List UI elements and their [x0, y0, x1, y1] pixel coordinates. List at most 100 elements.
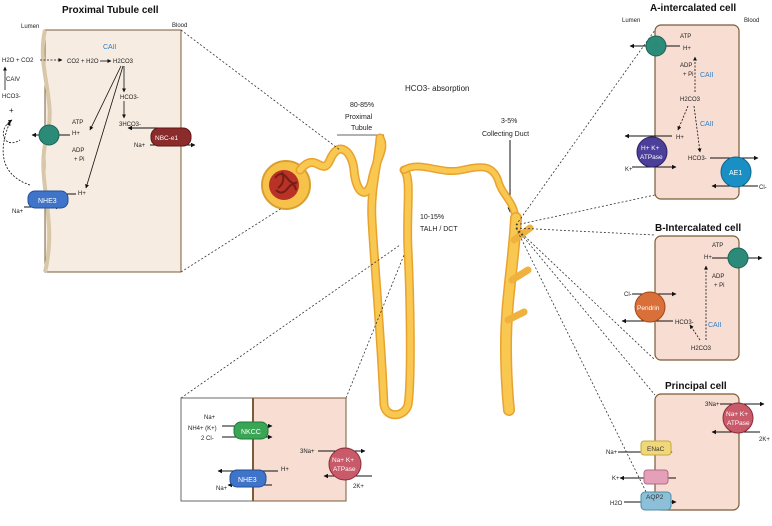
b-h2co3: H2CO3 — [691, 346, 712, 352]
talh-3na: 3Na+ — [300, 449, 315, 455]
b-intercalated-panel: B-Intercalated cell ATP H+ ADP + Pi Cl- … — [621, 223, 763, 361]
a-k: K+ — [625, 167, 633, 173]
a-ae1-transporter — [720, 156, 752, 188]
pt-co2-h2o: CO2 + H2O — [67, 59, 99, 65]
talh-label: TALH / DCT — [420, 226, 458, 233]
talh-na-k-atpase — [328, 447, 362, 481]
pt-na-nbc: Na+ — [134, 143, 146, 149]
pt-h-pump: H+ — [72, 131, 80, 137]
b-hco3: HCO3- — [675, 320, 694, 326]
talh-panel: Na+ NH4+ (K+) 2 Cl- NKCC H+ Na+ NHE3 3Na… — [180, 397, 372, 502]
b-pi: + Pi — [714, 283, 725, 289]
a-pump-label-1: H+ K+ — [641, 145, 660, 152]
distal-tubule — [401, 164, 519, 223]
connector-lines — [180, 29, 656, 511]
a-h2co3: H2CO3 — [680, 97, 701, 103]
b-cl: Cl- — [624, 292, 632, 298]
pt-proton-pump — [38, 124, 60, 146]
pt-hco3-lumen: HCO3- — [2, 94, 21, 100]
pt-panel-title: Proximal Tubule cell — [62, 5, 159, 16]
pt-h2co3-to-nhe3-arrow — [85, 65, 124, 189]
talh-nhe3-label: NHE3 — [238, 477, 257, 484]
tubule — [297, 135, 414, 418]
a-atp: ATP — [680, 34, 691, 40]
principal-enac-label: ENaC — [647, 446, 665, 453]
a-lumen-label: Lumen — [622, 18, 640, 24]
principal-k: K+ — [612, 476, 620, 482]
principal-pump-label-2: ATPase — [727, 420, 750, 427]
a-h2co3-to-hmid-arrow — [677, 105, 689, 131]
a-cl: Cl- — [759, 185, 767, 191]
pt-nhe3-transporter — [27, 190, 69, 209]
a-cell-body — [654, 24, 740, 200]
pt-lumen-label: Lumen — [21, 24, 39, 30]
pt-percent: 80-85% — [350, 102, 374, 109]
a-h-k-atpase — [636, 136, 668, 168]
talh-pump-label-2: ATPase — [333, 466, 356, 473]
b-panel-title: B-Intercalated cell — [655, 223, 741, 234]
b-adp: ADP — [712, 274, 724, 280]
pt-adp: ADP — [72, 148, 84, 154]
pt-atp: ATP — [72, 120, 83, 126]
a-pump-label-2: ATPase — [640, 154, 663, 161]
a-pi: + Pi — [683, 72, 694, 78]
a-proton-pump — [645, 35, 667, 57]
pt-pi: + Pi — [74, 157, 85, 163]
pt-label-line2: Tubule — [351, 125, 372, 132]
talh-nh4k: NH4+ (K+) — [188, 426, 217, 432]
a-h-mid: H+ — [676, 135, 684, 141]
talh-2cl: 2 Cl- — [201, 436, 214, 442]
pt-plus: + — [9, 106, 14, 115]
a-hco3: HCO3- — [688, 156, 707, 162]
a-ae1-label: AE1 — [729, 170, 742, 177]
talh-h: H+ — [281, 467, 289, 473]
pt-h2co3-to-pump-arrow — [89, 65, 122, 131]
pt-h-recycle-arrow — [2, 119, 21, 143]
principal-pump-label-1: Na+ K+ — [726, 411, 748, 418]
pt-caii: CAII — [103, 44, 117, 51]
b-h: H+ — [704, 255, 712, 261]
principal-na: Na+ — [606, 450, 618, 456]
a-h-top: H+ — [683, 46, 691, 52]
b-caii: CAII — [708, 322, 722, 329]
glomerulus-capillaries — [274, 171, 298, 194]
nephron — [261, 133, 534, 420]
a-caii-top: CAII — [700, 72, 714, 79]
principal-3na: 3Na+ — [705, 402, 720, 408]
a-intercalated-panel: A-intercalated cell Lumen Blood ATP H+ A… — [622, 3, 767, 200]
pt-3hco3: 3HCO3- — [119, 122, 141, 128]
pt-nbc-transporter — [150, 127, 192, 147]
principal-enac-channel — [640, 440, 672, 456]
talh-pump-label-1: Na+ K+ — [332, 457, 354, 464]
pt-nhe3-label: NHE3 — [38, 198, 57, 205]
proximal-tubule-panel: Proximal Tubule cell Lumen Blood H2O + C… — [2, 5, 196, 273]
talh-na2: Na+ — [216, 486, 228, 492]
pt-nhe3-recycle-arrow — [2, 121, 31, 186]
principal-h2o: H2O — [610, 501, 623, 507]
a-caii-bottom: CAII — [700, 121, 714, 128]
cd-percent: 3-5% — [501, 118, 517, 125]
pt-nbc-label: NBC-e1 — [155, 135, 179, 142]
pt-cell-body — [44, 29, 182, 273]
center-title: HCO3- absorption — [405, 84, 469, 93]
b-pendrin-transporter — [634, 291, 666, 323]
talh-nhe3-transporter — [229, 469, 267, 488]
a-panel-title: A-intercalated cell — [650, 3, 736, 14]
a-h2co3-to-hco3-arrow — [693, 105, 702, 153]
b-h2co3-to-hco3-arrow — [689, 324, 701, 341]
pt-h2co3: H2CO3 — [113, 59, 134, 65]
distal-tubule-outline — [400, 162, 520, 224]
collecting-duct — [501, 213, 521, 415]
pt-blood-label: Blood — [172, 23, 187, 29]
principal-2k: 2K+ — [759, 437, 770, 443]
b-atp: ATP — [712, 243, 723, 249]
principal-panel-title: Principal cell — [665, 381, 727, 392]
pt-hco3-inner: HCO3- — [120, 95, 139, 101]
principal-k-channel — [643, 469, 669, 485]
talh-nkcc-transporter — [233, 421, 269, 440]
cd-label: Collecting Duct — [482, 131, 529, 138]
a-adp: ADP — [680, 63, 692, 69]
talh-na1: Na+ — [204, 415, 216, 421]
b-cell-body — [654, 235, 740, 361]
